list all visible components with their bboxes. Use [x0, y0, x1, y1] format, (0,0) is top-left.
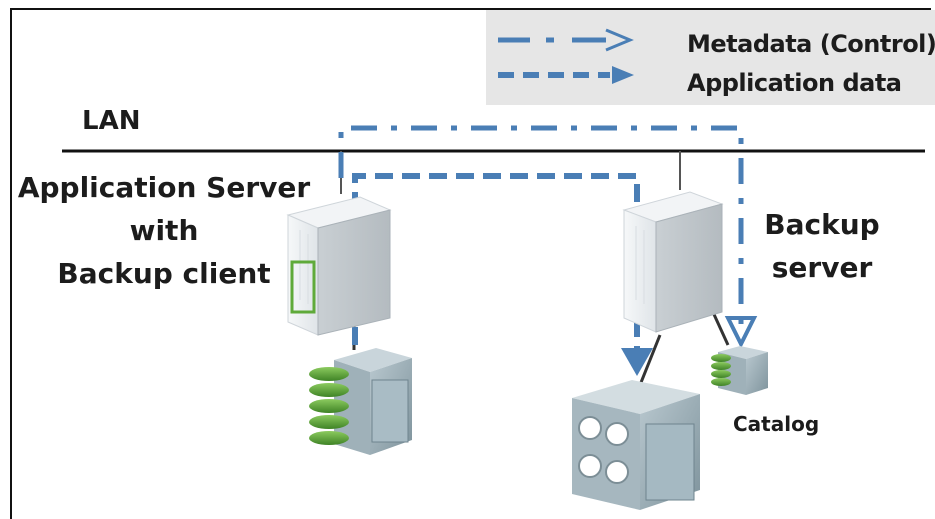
- backup-server-label-line2: server: [771, 251, 873, 284]
- diagram-border: [10, 8, 931, 519]
- legend-data-label: Application data: [687, 69, 902, 97]
- server-icon: [286, 196, 392, 336]
- backup-server-label-line1: Backup: [764, 208, 880, 241]
- app-server-label-line2: with: [129, 214, 199, 247]
- legend: [486, 10, 935, 105]
- app-server-label: Application Server with Backup client: [14, 166, 314, 295]
- app-server-label-line1: Application Server: [17, 171, 311, 204]
- legend-control-line: [498, 28, 634, 52]
- catalog-label: Catalog: [733, 412, 820, 436]
- server-icon: [622, 191, 724, 333]
- application-data-path: [352, 173, 640, 350]
- lan-label: LAN: [82, 106, 141, 136]
- backup-server-label: Backup server: [757, 203, 887, 289]
- legend-data-line: [498, 66, 634, 84]
- metadata-control-path: [338, 125, 744, 330]
- application-data-arrowhead: [621, 348, 653, 376]
- disk-storage-icon: [309, 348, 412, 455]
- lan-connector-lines: [340, 151, 681, 194]
- app-server-label-line3: Backup client: [57, 257, 271, 290]
- tape-storage-icon: [572, 380, 700, 510]
- database-icon: [711, 346, 768, 395]
- legend-control-label: Metadata (Control): [687, 30, 935, 58]
- metadata-arrowhead: [724, 316, 758, 349]
